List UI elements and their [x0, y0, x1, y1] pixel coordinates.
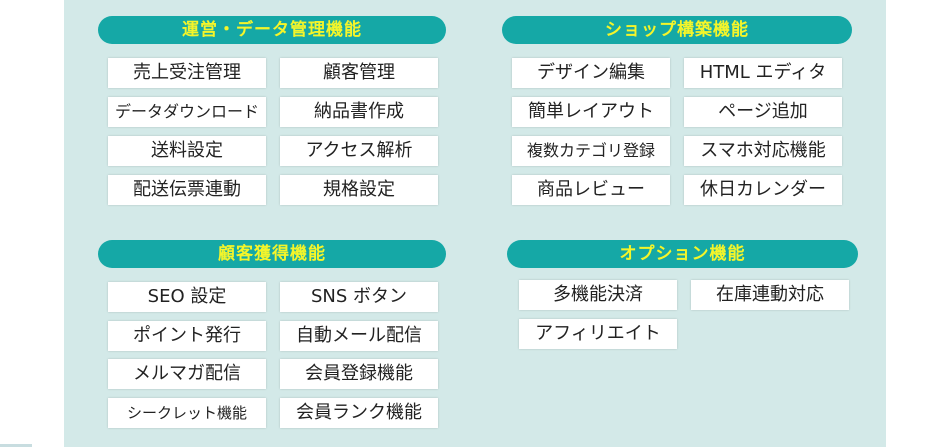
feature-card-member-rank[interactable]: 会員ランク機能: [280, 398, 438, 428]
feature-card-shipping-slip[interactable]: 配送伝票連動: [108, 175, 266, 205]
feature-card-secret[interactable]: シークレット機能: [108, 398, 266, 428]
section-title-shop: ショップ構築機能: [502, 16, 852, 44]
feature-card-shipping-fee[interactable]: 送料設定: [108, 136, 266, 166]
feature-card-sns-button[interactable]: SNS ボタン: [280, 282, 438, 312]
feature-card-affiliate[interactable]: アフィリエイト: [519, 319, 677, 349]
feature-card-delivery-note[interactable]: 納品書作成: [280, 97, 438, 127]
feature-card-inventory-sync[interactable]: 在庫連動対応: [691, 280, 849, 310]
feature-card-mail-magazine[interactable]: メルマガ配信: [108, 359, 266, 389]
feature-card-html-editor[interactable]: HTML エディタ: [684, 58, 842, 88]
feature-card-auto-mail[interactable]: 自動メール配信: [280, 321, 438, 351]
bottom-left-divider: [0, 444, 32, 447]
feature-card-easy-layout[interactable]: 簡単レイアウト: [512, 97, 670, 127]
section-title-options: オプション機能: [507, 240, 858, 268]
feature-card-access-analysis[interactable]: アクセス解析: [280, 136, 438, 166]
feature-card-multi-category[interactable]: 複数カテゴリ登録: [512, 136, 670, 166]
section-title-operations: 運営・データ管理機能: [98, 16, 446, 44]
feature-card-seo[interactable]: SEO 設定: [108, 282, 266, 312]
section-title-customer: 顧客獲得機能: [98, 240, 446, 268]
feature-card-data-download[interactable]: データダウンロード: [108, 97, 266, 127]
feature-card-page-add[interactable]: ページ追加: [684, 97, 842, 127]
feature-card-member-registration[interactable]: 会員登録機能: [280, 359, 438, 389]
features-panel: 運営・データ管理機能 売上受注管理 顧客管理 データダウンロード 納品書作成 送…: [64, 0, 886, 447]
feature-card-product-review[interactable]: 商品レビュー: [512, 175, 670, 205]
feature-card-customer-management[interactable]: 顧客管理: [280, 58, 438, 88]
feature-card-spec-settings[interactable]: 規格設定: [280, 175, 438, 205]
feature-card-sales-order[interactable]: 売上受注管理: [108, 58, 266, 88]
feature-card-multi-payment[interactable]: 多機能決済: [519, 280, 677, 310]
feature-card-holiday-calendar[interactable]: 休日カレンダー: [684, 175, 842, 205]
feature-card-design-edit[interactable]: デザイン編集: [512, 58, 670, 88]
feature-card-smartphone[interactable]: スマホ対応機能: [684, 136, 842, 166]
feature-card-points[interactable]: ポイント発行: [108, 321, 266, 351]
